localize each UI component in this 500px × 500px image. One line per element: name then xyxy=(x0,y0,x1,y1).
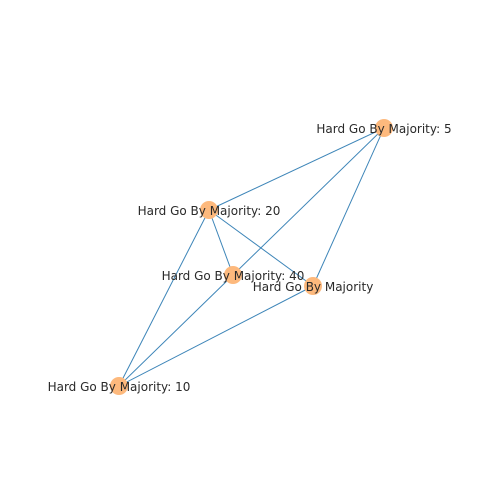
node-n0[interactable] xyxy=(304,277,322,295)
node-label-n10: Hard Go By Majority: 10 xyxy=(48,380,191,394)
edge-n5-n20 xyxy=(208,127,385,211)
node-label-n20: Hard Go By Majority: 20 xyxy=(138,204,281,218)
node-n20[interactable] xyxy=(200,201,218,219)
edge-n20-n10 xyxy=(118,209,210,387)
edge-n5-n0 xyxy=(312,127,385,287)
edge-n40-n10 xyxy=(118,274,234,387)
graph-nodes xyxy=(110,119,393,395)
node-n40[interactable] xyxy=(224,266,242,284)
node-n10[interactable] xyxy=(110,377,128,395)
edge-n20-n0 xyxy=(208,209,314,287)
node-n5[interactable] xyxy=(375,119,393,137)
node-label-n40: Hard Go By Majority: 40 xyxy=(162,269,305,283)
graph-edges xyxy=(118,127,385,387)
node-label-n0: Hard Go By Majority xyxy=(253,280,374,294)
graph-labels: Hard Go By Majority: 5 Hard Go By Majorit… xyxy=(48,122,452,394)
node-label-n5: Hard Go By Majority: 5 xyxy=(316,122,451,136)
edge-n0-n10 xyxy=(118,285,314,387)
edge-n20-n40 xyxy=(208,209,234,276)
edge-n5-n40 xyxy=(232,127,385,276)
